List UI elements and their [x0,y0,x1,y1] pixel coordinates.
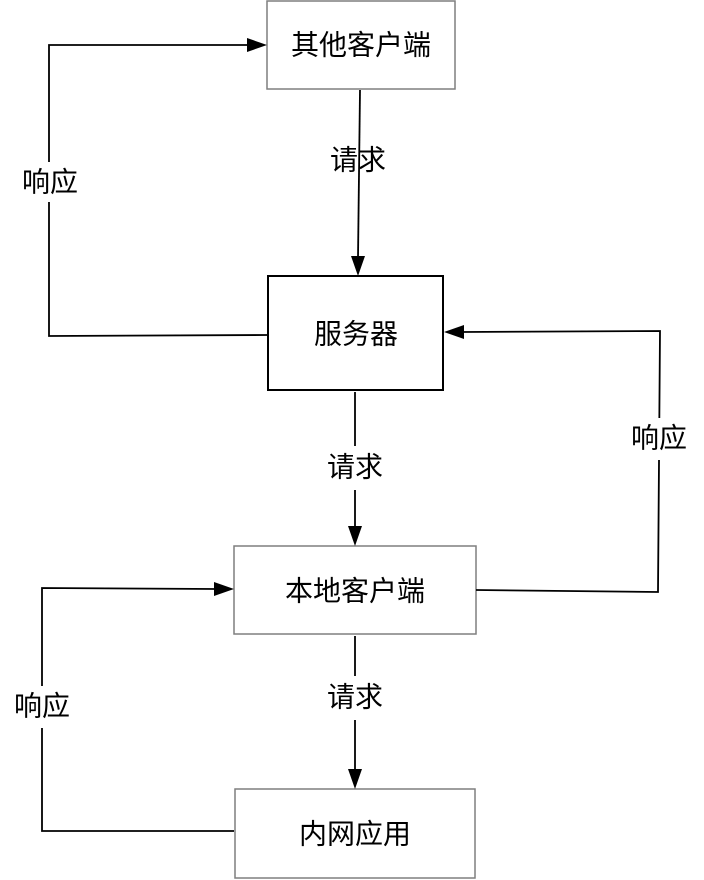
node-server-label: 服务器 [314,318,398,351]
node-intranet-app: 内网应用 [234,788,476,879]
arrowhead [348,526,362,546]
arrowhead [444,325,464,339]
node-local-client: 本地客户端 [233,545,477,635]
edge-line [357,89,361,259]
edge-server-to-local-request-label: 请求 [327,451,383,484]
edge-line [461,330,661,593]
node-local-client-label: 本地客户端 [285,575,425,608]
edge-intranet-to-local-response: 响应 [8,582,234,832]
node-intranet-app-label: 内网应用 [299,818,411,851]
node-other-clients: 其他客户端 [266,0,456,90]
edge-other-to-server-request-label: 请求 [330,144,386,177]
edge-server-to-other-response: 响应 [16,38,268,337]
arrowhead [214,582,234,596]
edge-local-to-server-response-label: 响应 [631,422,687,455]
arrowhead [348,769,362,789]
arrowhead [351,256,365,276]
edge-local-to-intranet-request: 请求 [318,636,392,789]
arrowhead [247,38,267,52]
edge-local-to-intranet-request-label: 请求 [327,681,383,714]
node-other-clients-label: 其他客户端 [291,29,431,62]
edge-local-to-server-response: 响应 [444,325,694,593]
node-server: 服务器 [267,275,444,391]
edge-server-to-other-response-label: 响应 [22,166,78,199]
edge-server-to-local-request: 请求 [318,392,392,546]
edge-intranet-to-local-response-label: 响应 [14,690,70,723]
edge-other-to-server-request: 请求 [330,89,386,276]
